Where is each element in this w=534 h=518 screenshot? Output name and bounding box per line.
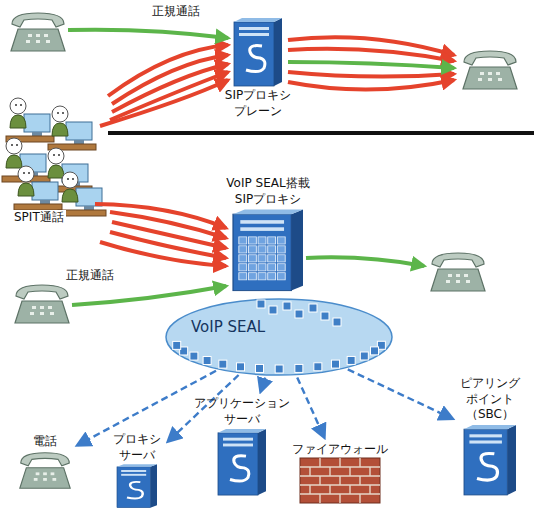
application-server: アプリケーション サーバ: [186, 394, 298, 499]
seal-sip-proxy-icon: [233, 207, 303, 293]
call-label: SPIT通話: [12, 210, 66, 226]
node-label: アプリケーション サーバ: [188, 396, 296, 427]
sip-proxy-plain-icon: [234, 16, 282, 88]
proxy-server-icon: [117, 463, 157, 509]
ellipse-outline: [165, 298, 393, 376]
node-label: SIPプロキシ プレーン: [218, 88, 298, 119]
phone-device: 電話: [15, 432, 75, 494]
firewall: ファイアウォール: [286, 440, 394, 505]
voip-seal-ellipse: VoIP SEAL: [165, 298, 393, 376]
phone-device-icon: [17, 450, 73, 492]
call-label: 正規通話: [64, 268, 116, 284]
ellipse-label: VoIP SEAL: [191, 318, 265, 338]
node-label: 電話: [25, 434, 65, 450]
node-label: ファイアウォール: [288, 442, 392, 458]
sip-proxy-plain: SIPプロキシ プレーン: [216, 14, 300, 121]
node-label: ピアリング ポイント （SBC）: [457, 376, 523, 423]
dashed-connector: [348, 369, 453, 418]
seal-sip-proxy: VoIP SEAL搭載 SIPプロキシ: [214, 174, 322, 295]
dashed-connector: [297, 377, 324, 437]
peering-point-sbc-icon: [464, 423, 516, 497]
application-server-icon: [218, 427, 266, 497]
node-label: プロキシ サーバ: [110, 432, 164, 463]
peering-point-sbc: ピアリング ポイント （SBC）: [455, 374, 525, 499]
proxy-server: プロキシ サーバ: [108, 430, 166, 511]
node-label: VoIP SEAL搭載 SIPプロキシ: [216, 176, 320, 207]
call-label: 正規通話: [150, 4, 202, 20]
firewall-icon: [300, 458, 380, 503]
dashed-connector: [261, 378, 266, 392]
